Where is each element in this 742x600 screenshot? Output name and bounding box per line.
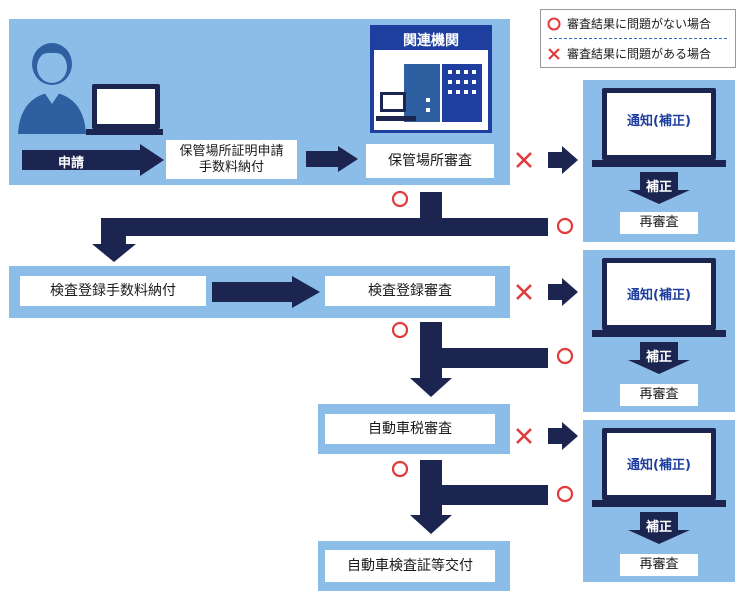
apply-label: 申請 <box>58 156 85 171</box>
notify-screen-label-2: 通知(補正) <box>627 288 691 303</box>
correction-label-1: 補正 <box>645 180 672 195</box>
legend-ok-row: 審査結果に問題がない場合 <box>547 15 711 32</box>
ng-arrow-3 <box>548 422 578 450</box>
rereview-box-3: 再審査 <box>620 554 698 576</box>
legend-divider <box>549 38 727 39</box>
correction-arrow-1 <box>628 172 690 204</box>
legend-ng-label: 審査結果に問題がある場合 <box>567 47 712 61</box>
correction-arrow-3 <box>628 512 690 544</box>
notify-screen-label-3: 通知(補正) <box>627 458 691 473</box>
building-illustration <box>374 50 488 130</box>
fee2-to-review-arrow <box>212 276 320 308</box>
notify-screen-label-1: 通知(補正) <box>627 114 691 129</box>
ng-arrow-2 <box>548 278 578 306</box>
vehicle-tax-review-box: 自動車税審査 <box>325 414 495 444</box>
applicant-illustration <box>18 43 163 135</box>
fee-to-review-arrow <box>306 146 358 172</box>
cross-icon <box>548 47 560 60</box>
correction-label-3: 補正 <box>645 520 672 535</box>
circle-icon <box>391 190 574 503</box>
building-icon <box>404 64 482 122</box>
storage-review-box: 保管場所審査 <box>366 144 494 178</box>
certificate-issue-box: 自動車検査証等交付 <box>325 550 495 582</box>
laptop-icon <box>86 84 163 135</box>
notify-laptop-1 <box>592 88 726 167</box>
correction-label-2: 補正 <box>645 350 672 365</box>
legend-ok-label: 審査結果に問題がない場合 <box>567 17 712 31</box>
legend-ng-row: 審査結果に問題がある場合 <box>547 45 711 62</box>
stage3-down-arrow <box>410 460 548 534</box>
stage1-drop <box>420 192 442 222</box>
cross-icon <box>516 152 532 444</box>
legend: 審査結果に問題がない場合 審査結果に問題がある場合 <box>540 9 736 68</box>
stage1-down-arrowhead <box>92 244 136 262</box>
inspection-review-box: 検査登録審査 <box>325 276 495 306</box>
notify-laptop-3 <box>592 428 726 507</box>
ng-arrow-1 <box>548 146 578 174</box>
correction-arrow-2 <box>628 342 690 374</box>
apply-arrow <box>22 144 164 176</box>
rereview-box-1: 再審査 <box>620 212 698 234</box>
stage1-return-bar <box>101 195 548 244</box>
computer-icon <box>376 92 416 121</box>
stage2-down-arrow <box>410 322 548 397</box>
notify-laptop-2 <box>592 258 726 337</box>
person-icon <box>18 43 86 134</box>
circle-icon <box>547 17 561 30</box>
inspection-fee-box: 検査登録手数料納付 <box>20 276 206 306</box>
agency-title: 関連機関 <box>403 33 459 49</box>
rereview-box-2: 再審査 <box>620 384 698 406</box>
storage-fee-box: 保管場所証明申請 手数料納付 <box>166 140 297 179</box>
